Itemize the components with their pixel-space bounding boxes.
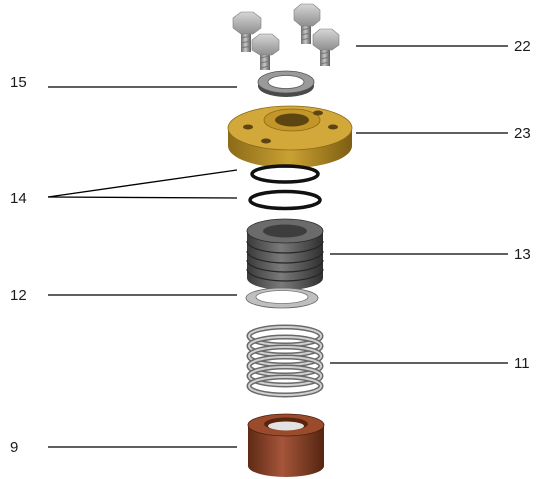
o-ring [250,164,320,184]
callout-9: 9 [10,439,18,456]
packing-rings [246,218,324,290]
bolt-group [232,3,340,70]
bolt [293,3,321,44]
callout-12: 12 [10,287,27,304]
thin-washer [245,287,319,309]
callout-labels: 22 15 23 14 13 12 11 9 [10,38,531,456]
callout-22: 22 [514,38,531,55]
bolt [312,28,340,66]
callout-13: 13 [514,246,531,263]
o-ring [248,189,322,211]
bolt [232,11,262,52]
copper-bushing [247,413,325,477]
leader-line-14a [47,169,238,198]
bolt [251,33,280,70]
callout-23: 23 [514,125,531,142]
o-ring-group [248,164,322,211]
leader-line-14b [47,196,238,199]
thick-washer [257,70,315,97]
callout-11: 11 [514,355,530,372]
leader-lines [47,45,508,448]
callout-14: 14 [10,190,27,207]
brass-flange [227,105,353,168]
coil-spring [246,324,324,398]
callout-15: 15 [10,74,27,91]
